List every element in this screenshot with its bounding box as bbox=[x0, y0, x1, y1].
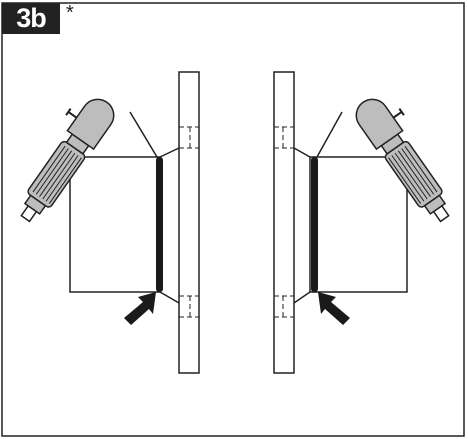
note-marker: * bbox=[66, 2, 74, 24]
left-wall-panel bbox=[178, 71, 200, 374]
right-seal-strip bbox=[311, 157, 318, 292]
left-seal-strip bbox=[156, 157, 163, 292]
right-arrow bbox=[318, 292, 350, 325]
right-wall-panel bbox=[273, 71, 295, 374]
right-assembly bbox=[273, 71, 467, 374]
step-badge: 3b bbox=[2, 3, 60, 34]
left-assembly bbox=[3, 71, 200, 374]
left-box bbox=[69, 156, 161, 293]
left-arrow bbox=[124, 292, 156, 325]
right-box bbox=[309, 156, 408, 293]
